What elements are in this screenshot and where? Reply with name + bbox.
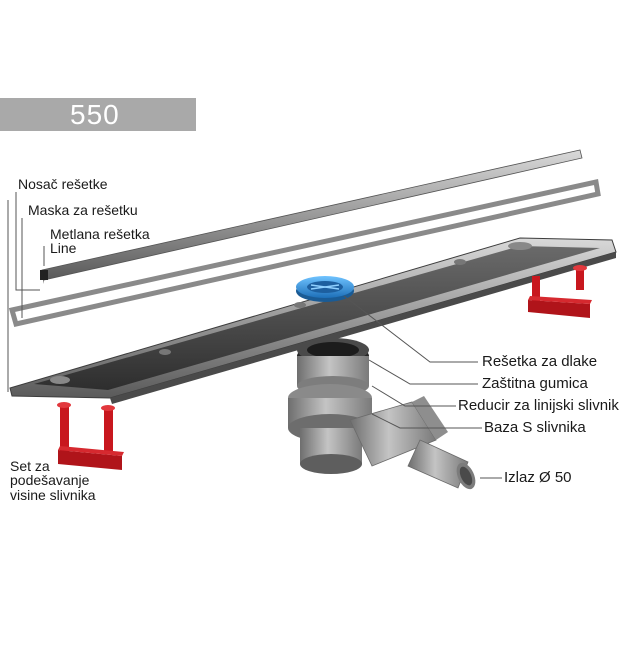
- outlet-pipe: [407, 439, 476, 490]
- label-metal-grate-line1: Metlana rešetka: [50, 226, 150, 242]
- grate-mask-frame: [8, 178, 601, 327]
- height-feet-left: [57, 402, 124, 470]
- label-grate-carrier: Nosač rešetke: [18, 176, 108, 192]
- label-hair-grate: Rešetka za dlake: [482, 353, 598, 370]
- label-metal-grate-line2: Line: [50, 240, 77, 256]
- label-height-set-line3: visine slivnika: [10, 487, 96, 503]
- label-height-set-line1: Set za: [10, 458, 50, 474]
- label-protective-rubber: Zaštitna gumica: [482, 375, 588, 392]
- label-reducer: Reducir za linijski slivnik: [458, 397, 619, 414]
- height-feet-right: [528, 265, 592, 318]
- callout-lines-right: [343, 295, 502, 479]
- s-base: [288, 384, 448, 474]
- size-label: 550: [70, 99, 120, 130]
- channel-body: [9, 237, 617, 404]
- label-height-set-line2: podešavanje: [10, 472, 90, 488]
- size-banner: 550: [0, 98, 196, 131]
- label-grate-mask: Maska za rešetku: [28, 202, 138, 218]
- grate-carrier: [40, 149, 583, 284]
- hair-grate: [296, 276, 354, 302]
- label-outlet: Izlaz Ø 50: [504, 469, 572, 486]
- callout-lines-left: [7, 192, 45, 392]
- label-s-base: Baza S slivnika: [484, 419, 586, 436]
